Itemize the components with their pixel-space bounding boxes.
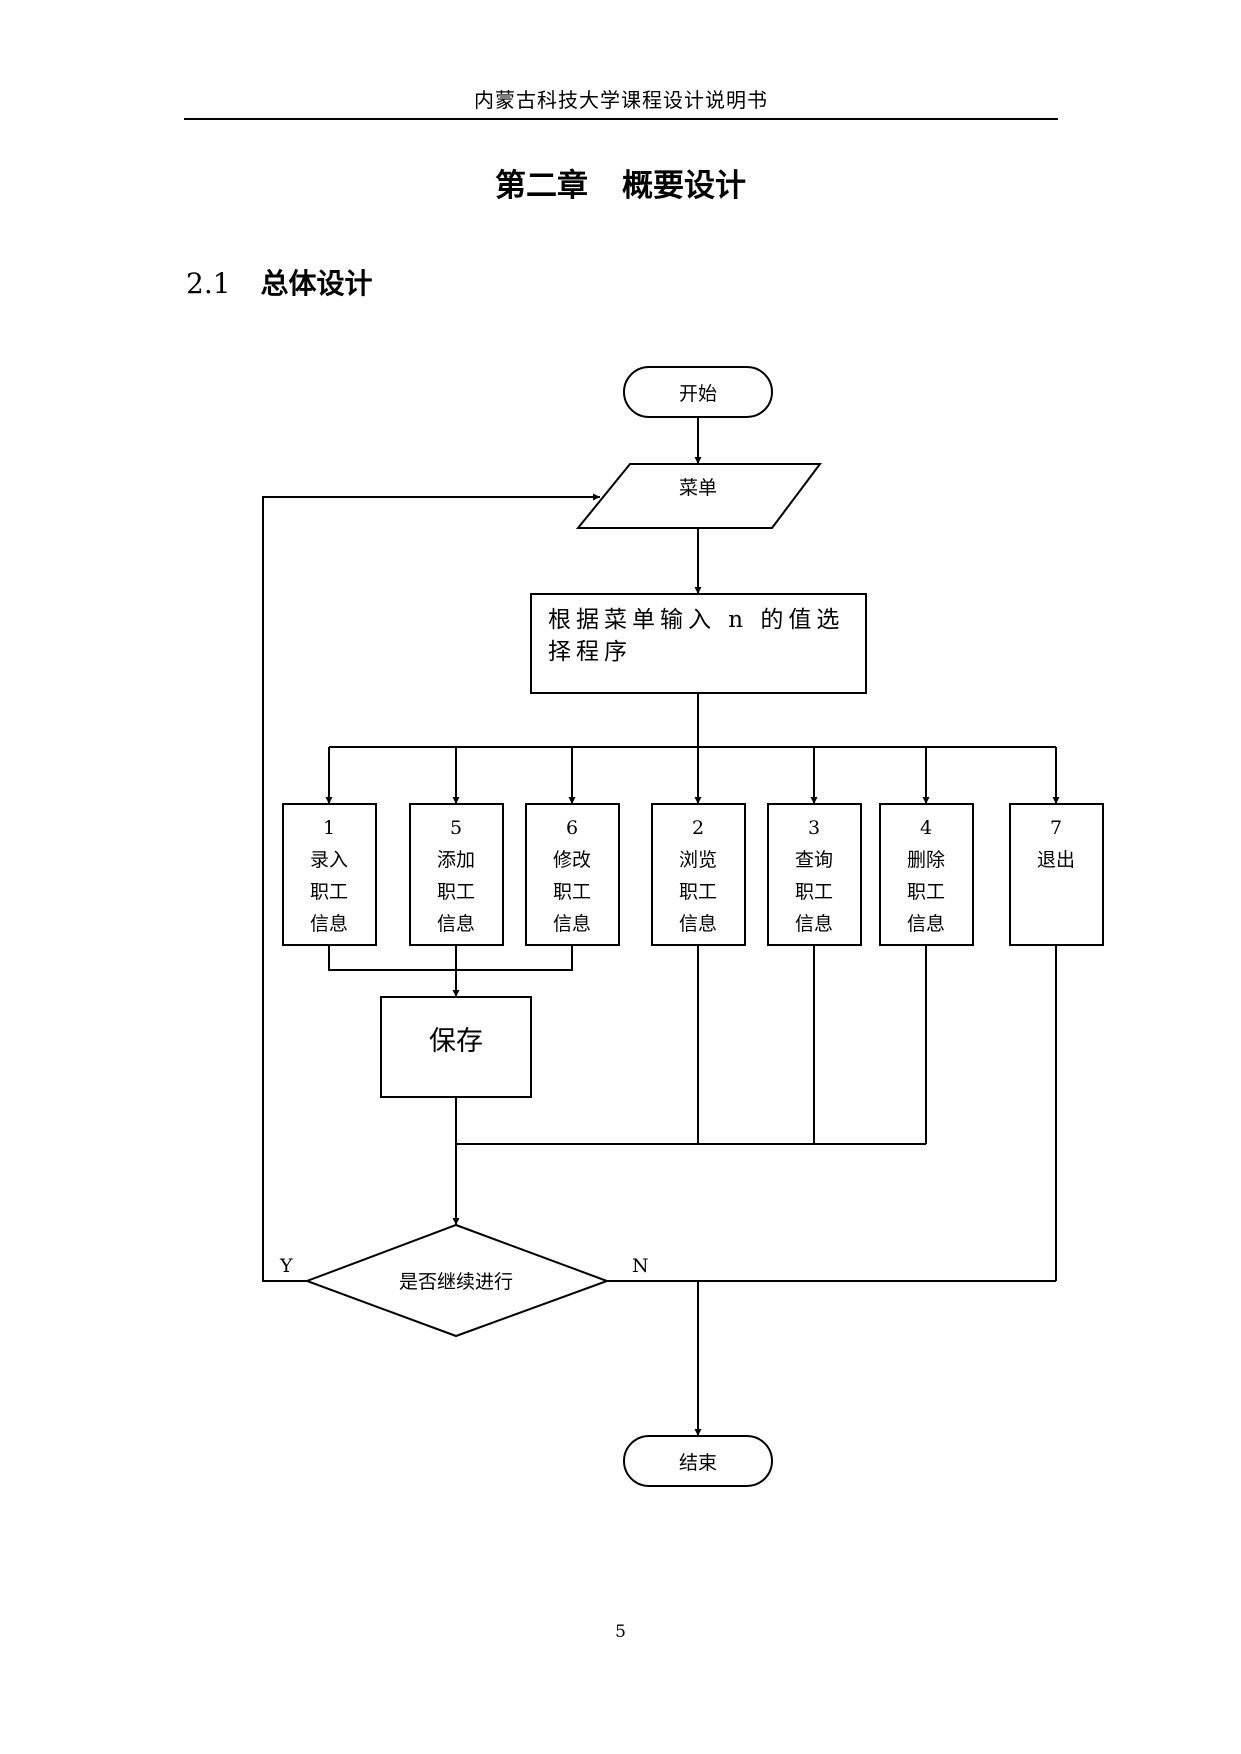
start-label: 开始 bbox=[679, 383, 717, 405]
option-5-line3: 信息 bbox=[437, 913, 475, 935]
chapter-name: 概要设计 bbox=[622, 168, 746, 204]
section-number: 2.1 bbox=[186, 267, 231, 300]
option-4-line2: 职工 bbox=[907, 881, 945, 903]
select-label-line2: 择程序 bbox=[548, 639, 632, 665]
option-2-line2: 职工 bbox=[679, 881, 717, 903]
page-header: 内蒙古科技大学课程设计说明书 bbox=[474, 88, 768, 112]
save-label: 保存 bbox=[429, 1026, 483, 1057]
option-4-number: 4 bbox=[920, 817, 932, 839]
option-6-line3: 信息 bbox=[553, 913, 591, 935]
decision-label: 是否继续进行 bbox=[399, 1271, 513, 1293]
decision-diamond bbox=[304, 1223, 610, 1338]
option-4-line1: 删除 bbox=[907, 849, 945, 871]
option-3-line1: 查询 bbox=[795, 849, 833, 871]
option-6-line1: 修改 bbox=[553, 849, 591, 871]
yes-label: Y bbox=[279, 1255, 293, 1277]
header-rule bbox=[184, 118, 1058, 120]
no-label: N bbox=[632, 1255, 649, 1277]
option-1-line1: 录入 bbox=[310, 849, 348, 871]
merge-connector bbox=[328, 945, 573, 971]
section-title: 2.1 总体设计 bbox=[186, 262, 373, 302]
option-6-line2: 职工 bbox=[553, 881, 591, 903]
option-2-line1: 浏览 bbox=[679, 849, 717, 871]
option-2-number: 2 bbox=[692, 817, 704, 839]
chapter-title: 第二章概要设计 bbox=[0, 160, 1241, 205]
chapter-number: 第二章 bbox=[495, 168, 588, 204]
option-5-number: 5 bbox=[450, 817, 462, 839]
select-label-line1: 根据菜单输入 n 的值选 bbox=[548, 607, 844, 633]
menu-label: 菜单 bbox=[679, 477, 717, 499]
option-2-line3: 信息 bbox=[679, 913, 717, 935]
option-6-number: 6 bbox=[566, 817, 578, 839]
option-5-line1: 添加 bbox=[437, 849, 475, 871]
option-3-line2: 职工 bbox=[795, 881, 833, 903]
option-7-number: 7 bbox=[1050, 817, 1062, 839]
yes-loop-connector bbox=[262, 493, 600, 1282]
option-1-line3: 信息 bbox=[310, 913, 348, 935]
menu-parallelogram bbox=[575, 463, 822, 529]
option-3-number: 3 bbox=[808, 817, 820, 839]
option-7-line1: 退出 bbox=[1037, 849, 1075, 871]
option-5-line2: 职工 bbox=[437, 881, 475, 903]
section-name: 总体设计 bbox=[260, 267, 373, 300]
option-4-line3: 信息 bbox=[907, 913, 945, 935]
page-number: 5 bbox=[615, 1622, 626, 1642]
option-1-line2: 职工 bbox=[310, 881, 348, 903]
option-1-number: 1 bbox=[323, 817, 335, 839]
end-label: 结束 bbox=[679, 1452, 717, 1474]
option-3-line3: 信息 bbox=[795, 913, 833, 935]
